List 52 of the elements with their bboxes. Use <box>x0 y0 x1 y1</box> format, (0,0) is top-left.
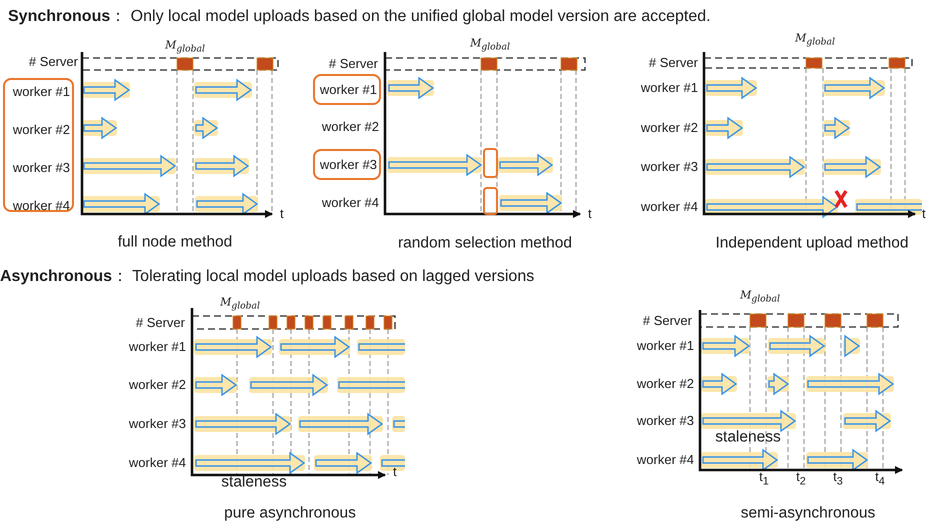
worker-label: worker #1 <box>320 82 377 97</box>
worker-label: worker #1 <box>128 340 186 354</box>
server-label: # Server <box>642 314 692 328</box>
worker-label: worker #2 <box>128 378 186 392</box>
axis-label: t <box>280 206 284 222</box>
axis-label: t <box>393 464 397 480</box>
worker-label: worker #3 <box>640 160 698 174</box>
selection-box <box>483 148 498 178</box>
worker-label: worker #2 <box>322 120 379 134</box>
annotation-text: staleness <box>221 473 287 491</box>
highlight-box <box>313 74 381 105</box>
worker-label: worker #4 <box>128 456 186 470</box>
panel-caption: Independent upload method <box>715 234 909 252</box>
panel-caption: pure asynchronous <box>224 504 356 522</box>
worker-label: worker #4 <box>12 198 70 214</box>
model-label: M$_{global}$ <box>740 289 780 305</box>
section-heading: Synchronous： Only local model uploads based on the unified global model version are accepted. <box>8 8 711 26</box>
model-label: M$_{global}$ <box>795 32 835 48</box>
tick-label: t$_{1}$ <box>759 470 769 488</box>
worker-label: worker #2 <box>640 120 698 136</box>
worker-label: worker #4 <box>636 452 694 468</box>
worker-label: worker #4 <box>322 196 379 210</box>
axis-label: t <box>588 206 592 222</box>
tick-label: t$_{3}$ <box>833 470 843 488</box>
tick-label: t$_{4}$ <box>875 470 885 488</box>
worker-label: worker #1 <box>640 80 698 96</box>
annotation-text: staleness <box>715 428 781 446</box>
panel-caption: random selection method <box>398 234 572 252</box>
panel-caption: semi-asynchronous <box>740 504 876 522</box>
highlight-box <box>3 78 74 212</box>
server-label: # Server <box>28 54 78 70</box>
worker-label: worker #1 <box>636 338 694 354</box>
worker-label: worker #3 <box>320 157 377 172</box>
model-label: M$_{global}$ <box>220 296 260 312</box>
worker-label: worker #1 <box>12 84 70 100</box>
worker-label: worker #3 <box>128 416 186 432</box>
axis-label: t <box>922 206 926 222</box>
server-label: # Server <box>648 56 698 70</box>
server-label: # Server <box>328 56 378 72</box>
worker-label: worker #3 <box>12 160 70 176</box>
worker-label: worker #4 <box>640 200 698 214</box>
worker-label: worker #3 <box>636 414 694 428</box>
worker-label: worker #2 <box>636 376 694 392</box>
model-label: M$_{global}$ <box>165 39 205 55</box>
model-label: M$_{global}$ <box>470 37 510 53</box>
tick-label: t$_{2}$ <box>796 470 806 488</box>
worker-label: worker #2 <box>12 122 70 138</box>
section-heading: Asynchronous： Tolerating local model uploads based on lagged versions <box>0 268 534 286</box>
highlight-box <box>313 149 381 180</box>
selection-box <box>483 187 498 215</box>
server-label: # Server <box>136 316 185 330</box>
panel-caption: full node method <box>118 233 232 251</box>
